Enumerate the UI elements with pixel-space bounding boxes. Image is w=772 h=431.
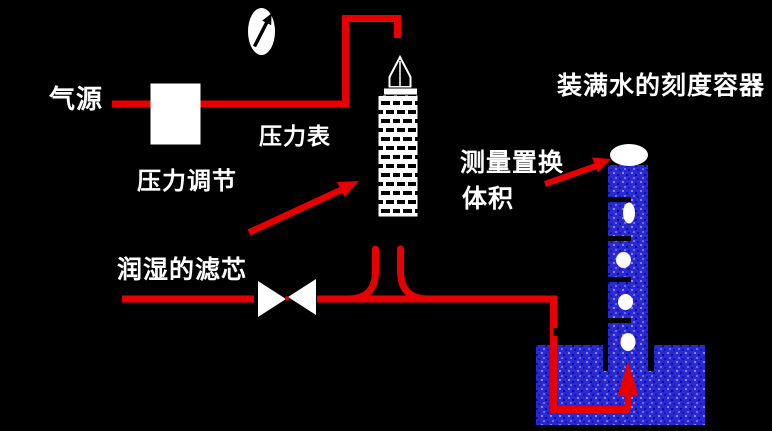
valve-left-triangle [258, 281, 286, 317]
wetted-filter-label: 润湿的滤芯 [117, 255, 248, 284]
tube-wall-left [603, 345, 608, 371]
graduation-mark [604, 197, 631, 202]
filter-body [377, 94, 419, 218]
filter-collar [383, 87, 418, 96]
container-title-label: 装满水的刻度容器 [557, 71, 766, 100]
bubble [623, 202, 635, 224]
graduation-mark [604, 236, 631, 241]
tubing [112, 15, 639, 413]
graduated-container [536, 144, 705, 425]
filter-pointer-arrow-shaft [247, 186, 344, 236]
pressure-regulator-label: 压力调节 [137, 167, 237, 195]
measure-displacement-label-line2: 体积 [462, 184, 515, 213]
pipe-branch-left [344, 245, 379, 303]
valve-right-triangle [288, 279, 316, 315]
bubble-pointer-arrow-shaft [544, 163, 597, 187]
tube-wall-right [648, 345, 654, 371]
bubble [620, 333, 636, 351]
graduation-mark [604, 318, 631, 323]
gauge-needle [252, 21, 269, 48]
pressure-gauge-icon [248, 8, 275, 55]
bubble-top [610, 144, 648, 166]
bubble-pointer-arrow-icon [592, 157, 611, 173]
pipe-regulator-to-filter-top [200, 15, 401, 108]
bubble [616, 252, 631, 268]
pipe-valve-to-basin [317, 295, 629, 413]
filter-cartridge [377, 54, 419, 218]
bubble [618, 294, 633, 310]
pressure-regulator-box [150, 83, 201, 145]
measure-displacement-label-line1: 测量置换 [460, 148, 565, 177]
valve-icon [258, 279, 316, 317]
gas-source-label: 气源 [49, 85, 104, 115]
pipe-branch-right [397, 245, 432, 303]
valve-center-dot [284, 296, 290, 301]
graduation-mark [604, 277, 631, 282]
pressure-gauge-label: 压力表 [259, 124, 331, 150]
flow-arrow-up-icon [617, 361, 639, 396]
annotation-arrows [247, 157, 611, 236]
gauge-needle-tip [262, 13, 272, 26]
pipe-notch [553, 328, 559, 336]
filter-pointer-arrow-icon [337, 181, 359, 197]
